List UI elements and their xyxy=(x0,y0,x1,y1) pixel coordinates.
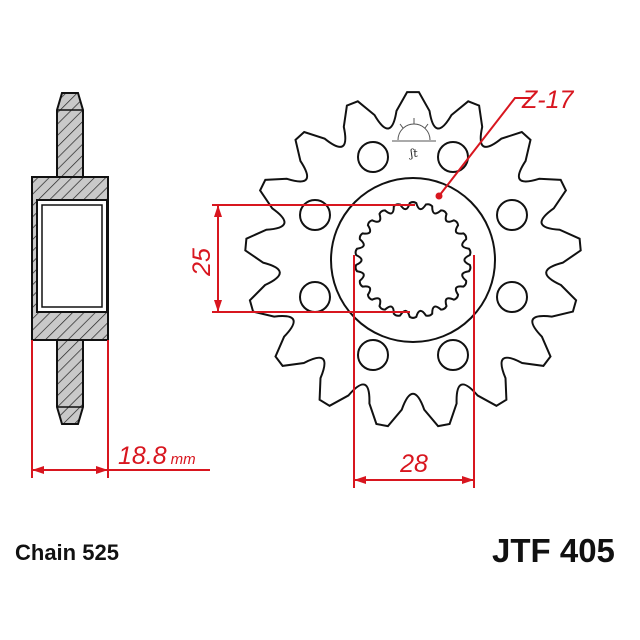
front-view xyxy=(244,91,582,428)
part-number: JTF 405 xyxy=(492,532,615,569)
lightening-hole xyxy=(357,141,389,173)
lightening-hole xyxy=(437,141,469,173)
lightening-hole xyxy=(299,281,331,313)
teeth-count-label: Z-17 xyxy=(521,86,575,114)
lightening-hole xyxy=(357,339,389,371)
spline-bore xyxy=(354,201,472,319)
lightening-hole xyxy=(299,199,331,231)
chain-label: Chain 525 xyxy=(15,540,119,565)
sprocket-outline xyxy=(244,91,582,428)
side-tooth-top xyxy=(56,92,84,178)
spline-outer-dimension: 28 xyxy=(399,450,428,478)
svg-text:ʃt: ʃt xyxy=(408,147,418,160)
lightening-holes xyxy=(299,141,528,371)
teeth-leader-line xyxy=(438,97,530,197)
side-tooth-bottom xyxy=(56,339,84,425)
lightening-hole xyxy=(437,339,469,371)
lightening-hole xyxy=(496,281,528,313)
jt-logo: ʃt xyxy=(392,118,436,160)
hub-ring xyxy=(330,177,496,343)
dimensions xyxy=(31,97,530,488)
spline-inner-dimension: 25 xyxy=(188,248,216,277)
side-view xyxy=(31,92,109,425)
lightening-hole xyxy=(496,199,528,231)
